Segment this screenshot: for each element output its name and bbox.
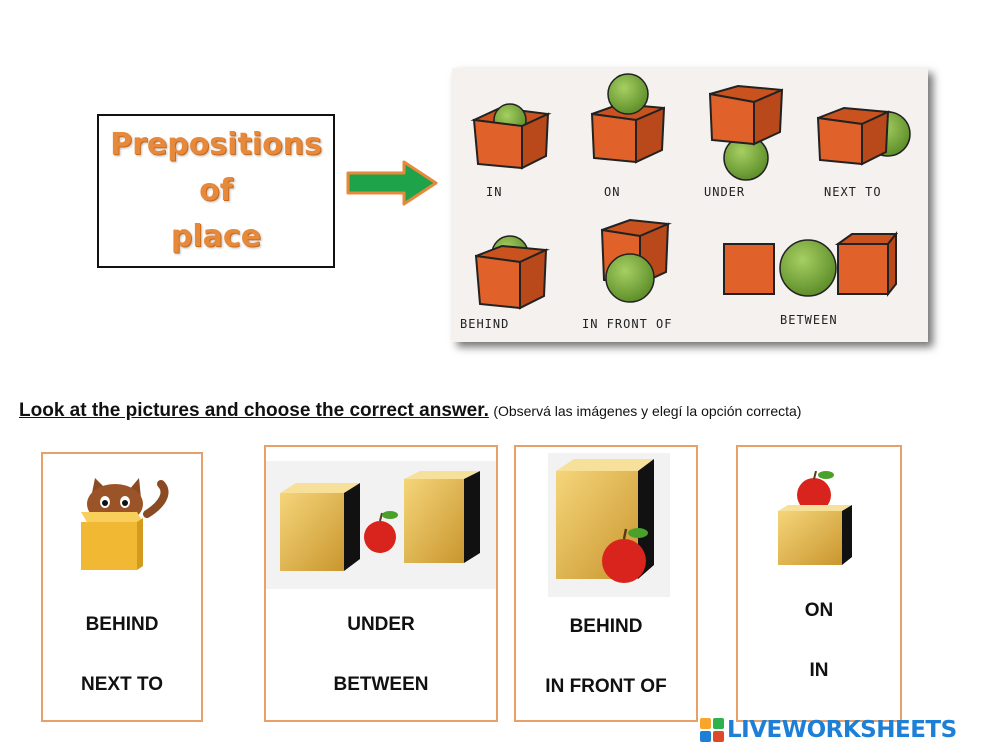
reference-illustration: IN ON UNDER NEXT TO BEHIND IN FRONT OF B… xyxy=(460,73,911,331)
ref-in-front-of-figure xyxy=(600,218,672,303)
apple-on-box-image xyxy=(778,471,852,565)
ref-label-behind: BEHIND xyxy=(460,317,509,331)
reference-image: IN ON UNDER NEXT TO BEHIND IN FRONT OF B… xyxy=(452,68,928,342)
instruction-main: Look at the pictures and choose the corr… xyxy=(19,400,489,421)
ref-under-figure xyxy=(708,84,784,181)
right-arrow-icon xyxy=(346,160,438,206)
liveworksheets-logo: LIVEWORKSHEETS xyxy=(700,716,957,744)
apple-in-front-of-box-image xyxy=(548,453,670,597)
title-line-3: place xyxy=(170,219,262,254)
ref-label-next-to: NEXT TO xyxy=(824,185,882,199)
ref-on-figure xyxy=(590,73,666,164)
ref-behind-figure xyxy=(474,235,550,310)
ref-next-to-figure xyxy=(816,106,911,166)
card-1-option-1[interactable]: BEHIND xyxy=(85,614,159,635)
ref-label-in: IN xyxy=(486,185,502,199)
liveworksheets-logo-icon xyxy=(700,718,724,742)
instruction: Look at the pictures and choose the corr… xyxy=(19,400,979,422)
instruction-sub: (Observá las imágenes y elegí la opción … xyxy=(493,403,802,419)
question-card-1: BEHIND NEXT TO xyxy=(41,452,203,722)
ref-label-on: ON xyxy=(604,185,620,199)
question-card-2: UNDER BETWEEN xyxy=(264,445,498,722)
card-4-option-1[interactable]: ON xyxy=(804,600,834,621)
card-3-option-1[interactable]: BEHIND xyxy=(569,616,643,637)
card-2-option-2[interactable]: BETWEEN xyxy=(333,674,429,695)
apple-between-boxes-image xyxy=(266,461,496,589)
card-2-option-1[interactable]: UNDER xyxy=(347,614,415,635)
question-card-4: ON IN xyxy=(736,445,902,722)
cat-behind-box-image xyxy=(81,478,169,570)
ref-label-under: UNDER xyxy=(704,185,745,199)
title-line-1: Prepositions xyxy=(110,127,322,162)
ref-in-figure xyxy=(470,103,552,170)
question-card-3: BEHIND IN FRONT OF xyxy=(514,445,698,722)
card-4-option-2[interactable]: IN xyxy=(809,660,829,681)
title-box: Prepositions of place xyxy=(97,114,335,268)
ref-label-between: BETWEEN xyxy=(780,313,838,327)
title-line-2: of xyxy=(199,173,233,208)
card-3-option-2[interactable]: IN FRONT OF xyxy=(545,676,667,697)
liveworksheets-logo-text: LIVEWORKSHEETS xyxy=(727,717,957,743)
ref-label-in-front-of: IN FRONT OF xyxy=(582,317,672,331)
card-1-option-2[interactable]: NEXT TO xyxy=(81,674,163,695)
ref-between-figure xyxy=(723,231,899,297)
